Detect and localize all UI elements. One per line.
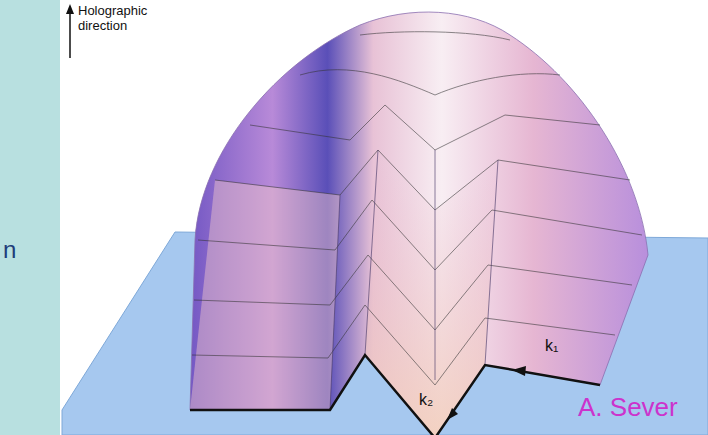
slide-text-fragment: n [3, 236, 16, 264]
dome-face [365, 150, 498, 435]
contour-lines [192, 32, 642, 385]
edge-arrowhead [512, 366, 526, 376]
holographic-arrow [69, 12, 71, 58]
axis-label: Holographic direction [78, 4, 188, 34]
holographic-arrowhead [66, 4, 74, 14]
dome-face [190, 180, 340, 410]
edge-arrowhead [447, 408, 458, 420]
momentum-label: k₁ [545, 337, 558, 355]
dome-surface [190, 12, 648, 435]
polygon-wilson-loop [190, 355, 600, 435]
momentum-label: k₂ [419, 391, 433, 409]
author-credit: A. Sever [578, 393, 678, 423]
